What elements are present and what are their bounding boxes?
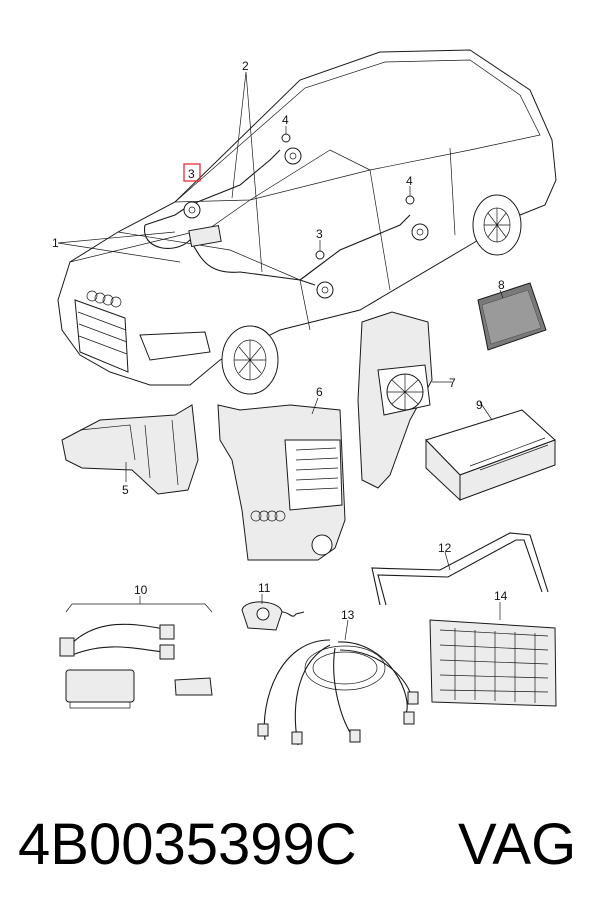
- car-illustration: [57, 49, 557, 395]
- part-14-control-unit: [429, 602, 557, 707]
- callout-3b: 3: [316, 227, 323, 241]
- part-8-speaker-grille: [477, 282, 547, 351]
- part-13-wiring-harness: [257, 619, 419, 746]
- callout-14: 14: [494, 589, 508, 603]
- exploded-parts-diagram: 1 2 3 4 3 4 5 6 7 8 9 10 11 12 13 14: [52, 49, 557, 746]
- part-9-amplifier: [425, 401, 556, 502]
- part-7-subwoofer-enclosure: [357, 311, 452, 489]
- callout-11: 11: [258, 581, 271, 595]
- callout-7: 7: [449, 376, 456, 390]
- part-number: 4B0035399C: [18, 812, 357, 877]
- part-10-cable-set: [59, 596, 213, 709]
- callout-12: 12: [438, 541, 452, 555]
- part-12-antenna-cable: [371, 532, 549, 606]
- antenna-harness-in-car: [144, 149, 411, 286]
- footer-caption: 4B0035399C VAG: [0, 800, 600, 890]
- callout-5: 5: [122, 483, 129, 497]
- callout-6: 6: [316, 385, 323, 399]
- callout-3: 3: [188, 167, 195, 181]
- callout-8: 8: [498, 278, 505, 292]
- callout-4: 4: [282, 113, 289, 127]
- car-logo: [86, 290, 122, 308]
- brand-label: VAG: [458, 812, 577, 877]
- callout-10: 10: [134, 583, 148, 597]
- part-11-microphone: [241, 594, 305, 631]
- housing-logo: [250, 510, 286, 522]
- callout-9: 9: [476, 398, 483, 412]
- callout-4b: 4: [406, 174, 413, 188]
- callout-highlight-box: [183, 163, 201, 182]
- part-5-bracket: [61, 404, 199, 495]
- callout-2: 2: [242, 59, 249, 73]
- callout-labels: 1 2 3 4 3 4 5 6 7 8 9 10 11 12 13 14: [52, 59, 508, 622]
- callout-1: 1: [52, 236, 59, 250]
- callout-13: 13: [341, 608, 355, 622]
- antenna-ring-parts: [183, 133, 429, 299]
- part-6-speaker-housing: [217, 397, 346, 561]
